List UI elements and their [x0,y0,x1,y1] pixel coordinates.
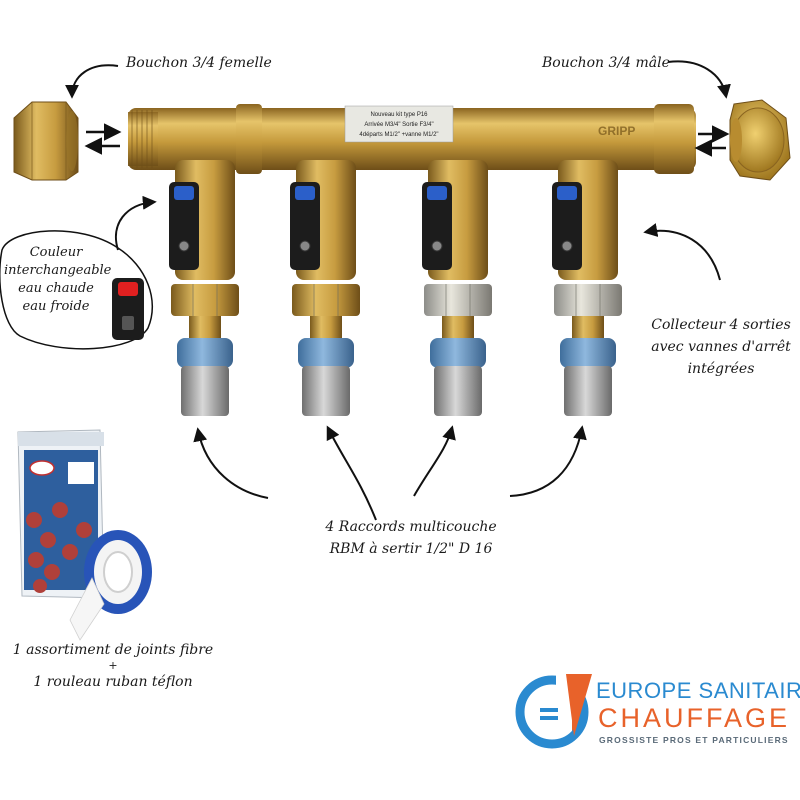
valve-handle[interactable] [169,182,199,270]
colour-note-line-2: interchangeable [4,263,112,278]
valve-handle[interactable] [290,182,320,270]
joint-kit [17,429,152,641]
right-double-arrow [694,125,730,157]
outlet-1 [169,160,239,416]
colour-note-bubble [0,230,154,350]
valve-handle[interactable] [552,182,582,270]
kit-plus: + [108,659,118,672]
brand-name-line-1: EUROPE SANITAIRE [596,678,800,703]
label-collector: Collecteur 4 sorties avec vannes d'arrêt… [646,314,796,380]
sticker-line-3: 4départs M1/2" +vanne M1/2" [359,132,438,138]
fittings-line-2: RBM à sertir 1/2" D 16 [329,541,493,557]
collector-line-3: intégrées [687,361,755,377]
kit-line-2: 1 rouleau ruban téflon [33,674,193,690]
collector-line-2: avec vannes d'arrêt [651,339,791,355]
label-colour-note: Couleur interchangeable eau chaude eau f… [4,244,112,316]
brand-tagline: GROSSISTE PROS ET PARTICULIERS [599,735,789,745]
colour-note-line-1: Couleur [29,245,83,260]
outlet-2 [290,160,360,416]
brand-name-line-2: CHAUFFAGE [598,703,791,733]
male-cap [729,99,791,181]
manifold-stamp: GRIPP [598,124,635,138]
manifold-sticker: Nouveau kit type P16 Arrivée M3/4" Sorti… [344,105,454,143]
outlet-3 [422,160,492,416]
fittings-line-1: 4 Raccords multicouche [325,519,497,535]
sticker-line-1: Nouveau kit type P16 [370,112,428,118]
label-joint-kit: 1 assortiment de joints fibre + 1 roulea… [6,640,220,692]
manifold-body: Nouveau kit type P16 Arrivée M3/4" Sorti… [128,104,696,174]
label-fittings: 4 Raccords multicouche RBM à sertir 1/2"… [286,516,536,560]
label-cap-male: Bouchon 3/4 mâle [542,55,670,71]
brand-logo-mark [515,670,592,749]
collector-line-1: Collecteur 4 sorties [651,317,791,333]
sticker-line-2: Arrivée M3/4" Sortie F3/4" [364,122,433,128]
female-cap [13,101,79,181]
kit-line-1: 1 assortiment de joints fibre [12,642,214,658]
outlet-4 [552,160,622,416]
label-cap-female: Bouchon 3/4 femelle [126,55,272,71]
valve-handle[interactable] [422,182,452,270]
left-double-arrow [84,123,122,155]
colour-note-line-3: eau chaude [18,281,94,296]
colour-note-line-4: eau froide [22,299,90,314]
pointer-arrows [65,60,731,521]
